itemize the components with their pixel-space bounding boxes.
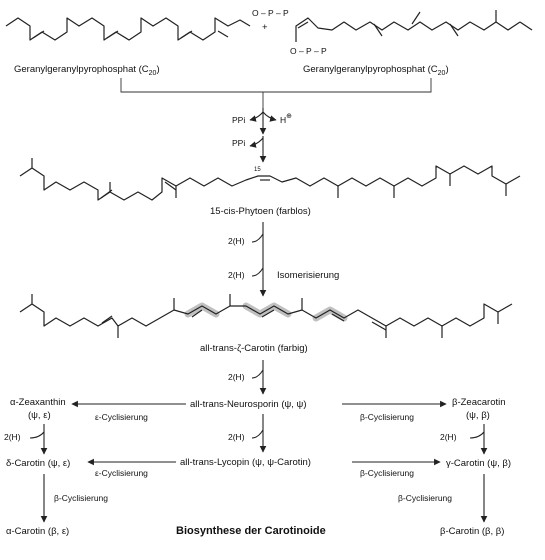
dehyd-release-arrow-left: [29, 431, 45, 439]
neurosporin-label: all-trans-Neurosporin (ψ, ψ): [190, 399, 307, 410]
h-plus-label: H⊕: [280, 113, 292, 125]
gamma-carotin-label: γ-Carotin (ψ, β): [446, 458, 511, 469]
plus-sign: +: [262, 22, 268, 33]
ggpp-right-label: Geranylgeranylpyrophosphat (C20): [303, 64, 449, 77]
lycopin-label: all-trans-Lycopin (ψ, ψ-Carotin): [180, 457, 311, 468]
beta-carotin-label: β-Carotin (β, β): [440, 526, 504, 537]
opp-right-label: O – P – P: [290, 46, 327, 56]
ppi-release-arrow-1: [249, 111, 264, 122]
beta-cycl-label-2: β-Cyclisierung: [360, 468, 414, 478]
dehyd-label-4: 2(H): [228, 432, 245, 442]
ppi-label-1: PPi: [232, 115, 245, 125]
dehyd-label-2: 2(H): [228, 270, 245, 280]
isomerisierung-label: Isomerisierung: [277, 270, 339, 281]
dehyd-label-left: 2(H): [4, 432, 21, 442]
dehyd-release-arrow-3: [251, 369, 264, 379]
dehyd-label-3: 2(H): [228, 372, 245, 382]
dehyd-release-arrow-4: [251, 429, 264, 439]
beta-zeacarotin-label: β-Zeacarotin: [452, 397, 506, 408]
dehyd-release-arrow-1: [251, 233, 264, 243]
alpha-zeaxanthin-label: α-Zeaxanthin: [10, 397, 66, 408]
ppi-release-arrow-2: [249, 137, 264, 148]
substrate-bracket: [120, 78, 432, 93]
beta-cycl-label-1: β-Cyclisierung: [360, 412, 414, 422]
zeta-carotin-structure: [19, 294, 513, 338]
cis-15-marker: 15: [254, 167, 261, 173]
delta-carotin-label: δ-Carotin (ψ, ε): [6, 458, 70, 469]
dehyd-label-1: 2(H): [228, 236, 245, 246]
ppi-label-2: PPi: [232, 138, 245, 148]
eps-cycl-label-2: ε-Cyclisierung: [95, 468, 148, 478]
dehyd-release-arrow-right: [469, 431, 485, 439]
zeta-carotin-label: all-trans-ζ-Carotin (farbig): [200, 343, 308, 354]
alpha-carotin-label: α-Carotin (β, ε): [6, 526, 69, 537]
phytoen-structure: [19, 158, 521, 201]
ggpp-left-label: Geranylgeranylpyrophosphat (C20): [14, 64, 160, 77]
ggpp-right-structure: [295, 10, 533, 42]
beta-zeacarotin-ends: (ψ, β): [466, 410, 490, 421]
beta-cycl-label-right: β-Cyclisierung: [398, 493, 452, 503]
diagram-title: Biosynthese der Carotinoide: [176, 525, 326, 537]
h-release-arrow: [262, 111, 277, 122]
alpha-zeaxanthin-ends: (ψ, ε): [28, 410, 51, 421]
dehyd-label-right: 2(H): [440, 432, 457, 442]
phytoen-label: 15-cis-Phytoen (farblos): [210, 206, 311, 217]
eps-cycl-label-1: ε-Cyclisierung: [95, 412, 148, 422]
beta-cycl-label-left: β-Cyclisierung: [54, 493, 108, 503]
dehyd-release-arrow-2: [251, 267, 264, 277]
opp-left-label: O – P – P: [252, 8, 289, 18]
ggpp-left-structure: [5, 17, 251, 41]
